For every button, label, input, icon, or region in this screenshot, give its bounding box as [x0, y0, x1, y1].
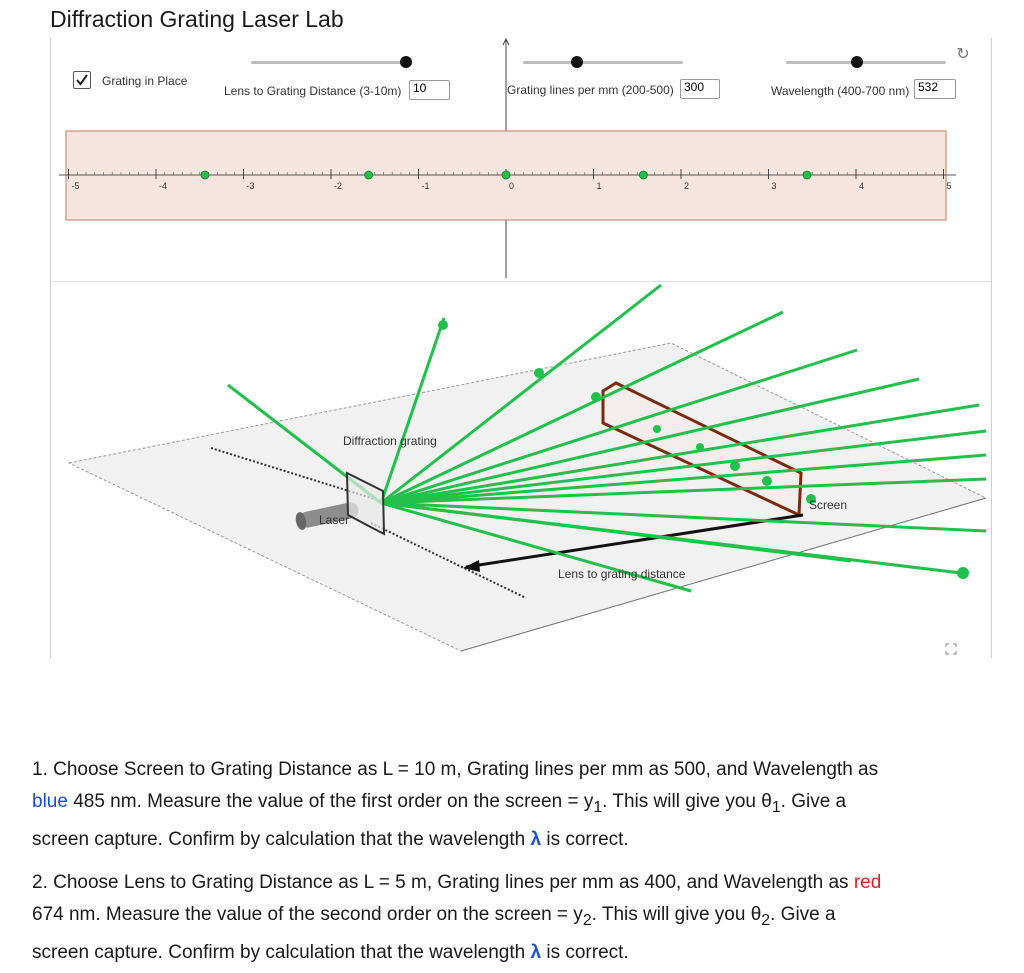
tick-label: -2	[334, 181, 342, 191]
tick-label: -1	[422, 181, 430, 191]
control-panel: ↻ Grating in Place Lens to Grating Dista…	[51, 38, 991, 282]
tick-label: 2	[684, 181, 689, 191]
fullscreen-icon[interactable]	[945, 643, 957, 655]
diffraction-spot	[802, 170, 812, 180]
tick-label: -4	[159, 181, 167, 191]
tick-label: 5	[947, 181, 952, 191]
diffraction-spot	[638, 170, 648, 180]
distance-label: Lens to grating distance	[558, 567, 686, 581]
wavelength-label: Wavelength (400-700 nm)	[771, 84, 910, 98]
laser-label: Laser	[319, 513, 349, 527]
lines-per-mm-slider-knob[interactable]	[571, 56, 583, 68]
diffraction-grating-frame	[345, 471, 386, 536]
tick-label: 0	[509, 181, 514, 191]
diffraction-spots	[200, 170, 812, 180]
lens-distance-slider-knob[interactable]	[400, 56, 412, 68]
lines-per-mm-label: Grating lines per mm (200-500)	[507, 83, 674, 97]
distance-arrowhead	[463, 560, 480, 572]
diffraction-spot	[501, 170, 511, 180]
grating-in-place-checkbox[interactable]	[73, 71, 91, 89]
question-1: 1. Choose Screen to Grating Distance as …	[32, 759, 879, 850]
applet-window: ↻ Grating in Place Lens to Grating Dista…	[50, 38, 992, 658]
major-ticks	[68, 169, 944, 179]
grating-in-place-label: Grating in Place	[102, 74, 188, 88]
tick-label: -5	[72, 181, 80, 191]
tick-labels: -5 -4 -3 -2 -1 0 1 2 3 4 5	[72, 181, 952, 191]
grating-label: Diffraction grating	[343, 434, 437, 448]
rail-line-front	[370, 522, 527, 599]
wavelength-slider-knob[interactable]	[851, 56, 863, 68]
distance-arrow	[465, 513, 804, 569]
lens-distance-input[interactable]: 10	[409, 80, 450, 100]
tick-label: 1	[597, 181, 602, 191]
lambda-symbol: λ	[530, 828, 542, 850]
laser-beams	[227, 283, 987, 593]
vertical-axis-arrow	[502, 38, 510, 46]
diffraction-spot	[200, 170, 210, 180]
lambda-symbol: λ	[530, 941, 542, 963]
wavelength-input[interactable]: 532	[914, 79, 956, 99]
lens-distance-slider-track[interactable]	[251, 61, 406, 64]
refresh-icon[interactable]: ↻	[956, 46, 970, 63]
screen-label: Screen	[809, 498, 847, 512]
screen-axis-view: -5 -4 -3 -2 -1 0 1 2 3 4 5	[59, 38, 956, 278]
question-2: 2. Choose Lens to Grating Distance as L …	[32, 872, 882, 963]
beam-markers	[438, 320, 969, 579]
3d-scene: Diffraction grating Laser Screen Lens to…	[67, 283, 988, 652]
wavelength-slider-track[interactable]	[786, 61, 946, 64]
floor-edge	[460, 497, 987, 652]
page-title: Diffraction Grating Laser Lab	[50, 6, 344, 32]
tick-label: 4	[859, 181, 864, 191]
diffraction-spot	[364, 170, 374, 180]
q2-color-word: red	[853, 872, 882, 893]
q1-color-word: blue	[32, 791, 68, 812]
tick-label: 3	[772, 181, 777, 191]
check-icon	[76, 74, 88, 86]
laser-icon	[295, 502, 359, 530]
tick-label: -3	[247, 181, 255, 191]
lines-per-mm-slider-track[interactable]	[523, 61, 683, 64]
3d-scene-view: Diffraction grating Laser Screen Lens to…	[51, 283, 991, 658]
lines-per-mm-input[interactable]: 300	[680, 79, 720, 99]
lens-distance-label: Lens to Grating Distance (3-10m)	[224, 84, 402, 98]
